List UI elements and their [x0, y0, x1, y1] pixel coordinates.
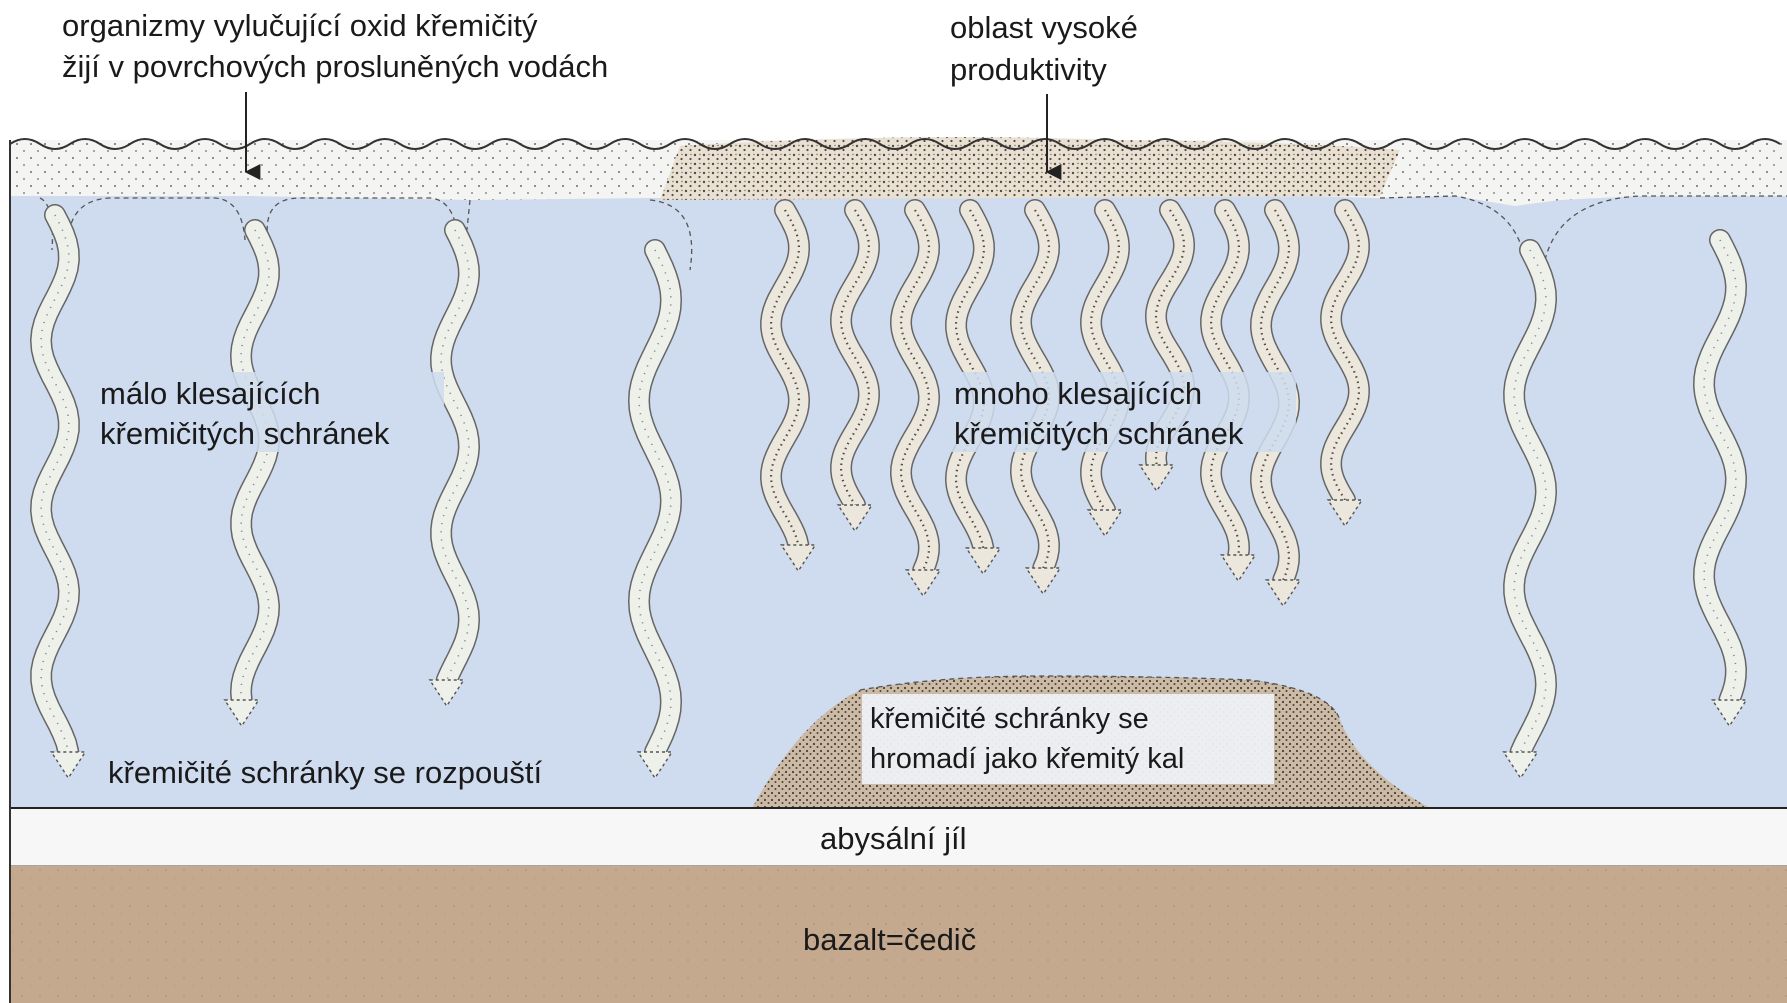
organisms-label-line2: žijí v povrchových prosluněných vodách	[62, 49, 608, 84]
organisms-label-line1: organizmy vylučující oxid křemičitý	[62, 8, 538, 43]
productivity-label-line2: produktivity	[950, 52, 1107, 87]
ooze-label-line2: hromadí jako křemitý kal	[870, 743, 1184, 775]
ooze-label-line1: křemičité schránky se	[870, 703, 1149, 735]
dissolve-label: křemičité schránky se rozpouští	[108, 755, 543, 790]
high-productivity-dots	[660, 137, 1400, 200]
few-shells-label-line1: málo klesajících	[100, 376, 321, 411]
few-shells-label-line2: křemičitých schránek	[100, 416, 390, 451]
many-shells-label-line1: mnoho klesajících	[954, 376, 1202, 411]
productivity-label-line1: oblast vysoké	[950, 10, 1138, 45]
abyssal-clay-label: abysální jíl	[820, 821, 966, 856]
many-shells-label-line2: křemičitých schránek	[954, 416, 1244, 451]
basalt-label: bazalt=čedič	[803, 922, 976, 957]
